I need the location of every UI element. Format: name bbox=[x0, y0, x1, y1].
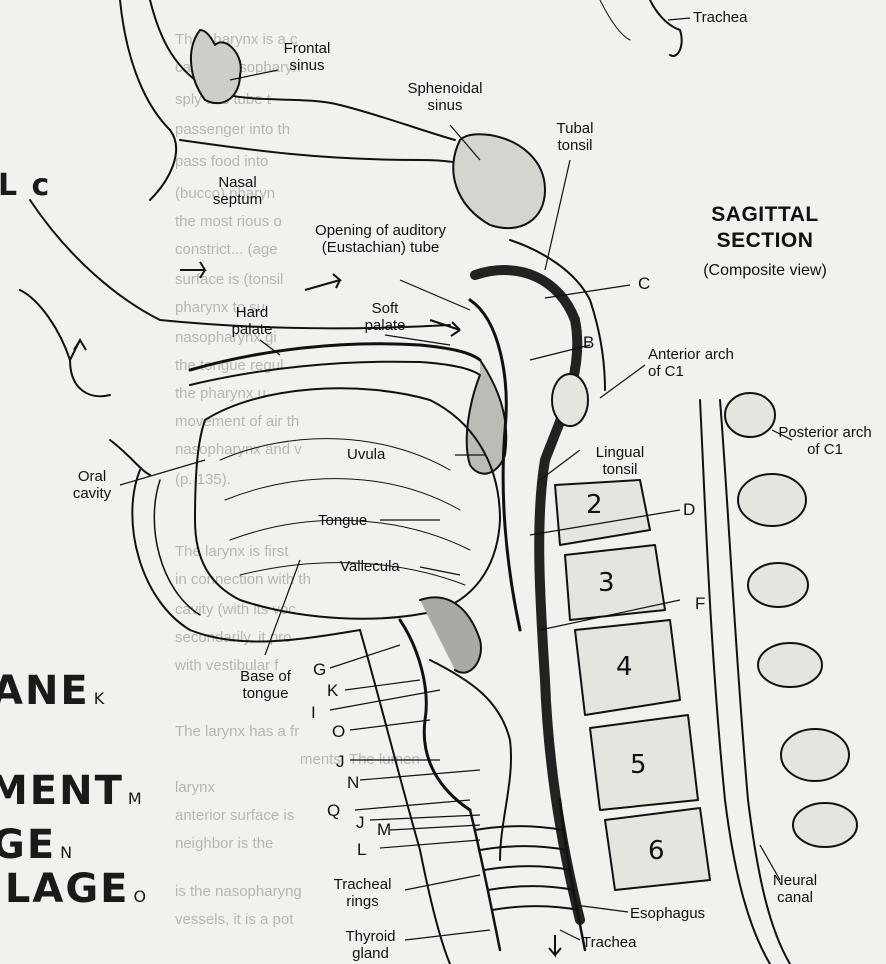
label-posterior-arch-c1: Posterior arch of C1 bbox=[775, 424, 875, 458]
label-neural-canal: Neural canal bbox=[760, 872, 830, 906]
vertebra-number-c4: 4 bbox=[616, 652, 633, 682]
label-anterior-arch-c1: Anterior arch of C1 bbox=[648, 346, 738, 380]
letter-j-lower: J bbox=[356, 813, 365, 833]
label-opening-auditory-tube: Opening of auditory (Eustachian) tube bbox=[278, 222, 483, 256]
letter-j-upper: J bbox=[336, 752, 345, 772]
margin-label-c: L c bbox=[0, 168, 51, 203]
letter-c: C bbox=[638, 274, 650, 294]
label-soft-palate: Soft palate bbox=[355, 300, 415, 334]
vertebra-number-c6: 6 bbox=[648, 836, 665, 866]
label-tracheal-rings: Tracheal rings bbox=[325, 876, 400, 910]
label-thyroid-gland: Thyroid gland bbox=[338, 928, 403, 962]
letter-b: B bbox=[583, 333, 594, 353]
vertebra-c3 bbox=[565, 545, 665, 620]
label-trachea-top: Trachea bbox=[693, 9, 747, 26]
vertebra-number-c2: 2 bbox=[586, 490, 603, 520]
diagram-title: SAGITTAL SECTION bbox=[690, 202, 840, 254]
label-oral-cavity: Oral cavity bbox=[62, 468, 122, 502]
label-uvula: Uvula bbox=[347, 446, 385, 463]
label-base-of-tongue: Base of tongue bbox=[228, 668, 303, 702]
letter-m: M bbox=[377, 820, 391, 840]
label-trachea-bottom: Trachea bbox=[582, 934, 636, 951]
letter-n: N bbox=[347, 773, 359, 793]
diagram-subtitle: (Composite view) bbox=[675, 262, 855, 280]
vertebra-number-c5: 5 bbox=[630, 750, 647, 780]
label-lingual-tonsil: Lingual tonsil bbox=[585, 444, 655, 478]
label-nasal-septum: Nasal septum bbox=[205, 174, 270, 208]
tongue-shape bbox=[195, 388, 500, 618]
label-tubal-tonsil: Tubal tonsil bbox=[545, 120, 605, 154]
sphenoidal-sinus-shape bbox=[453, 134, 545, 228]
letter-f: F bbox=[695, 594, 705, 614]
airflow-arrow bbox=[180, 262, 205, 278]
letter-g: G bbox=[313, 660, 326, 680]
frontal-sinus-shape bbox=[191, 30, 241, 103]
letter-q: Q bbox=[327, 801, 340, 821]
letter-d: D bbox=[683, 500, 695, 520]
letter-l: L bbox=[357, 840, 366, 860]
letter-k: K bbox=[327, 681, 338, 701]
label-hard-palate: Hard palate bbox=[222, 304, 282, 338]
letter-o: O bbox=[332, 722, 345, 742]
label-vallecula: Vallecula bbox=[340, 558, 400, 575]
label-frontal-sinus: Frontal sinus bbox=[272, 40, 342, 74]
posterior-arch-c1 bbox=[725, 393, 775, 437]
letter-i: I bbox=[311, 703, 316, 723]
vertebra-number-c3: 3 bbox=[598, 568, 615, 598]
label-sphenoidal-sinus: Sphenoidal sinus bbox=[395, 80, 495, 114]
label-esophagus: Esophagus bbox=[630, 905, 705, 922]
label-tongue: Tongue bbox=[318, 512, 367, 529]
